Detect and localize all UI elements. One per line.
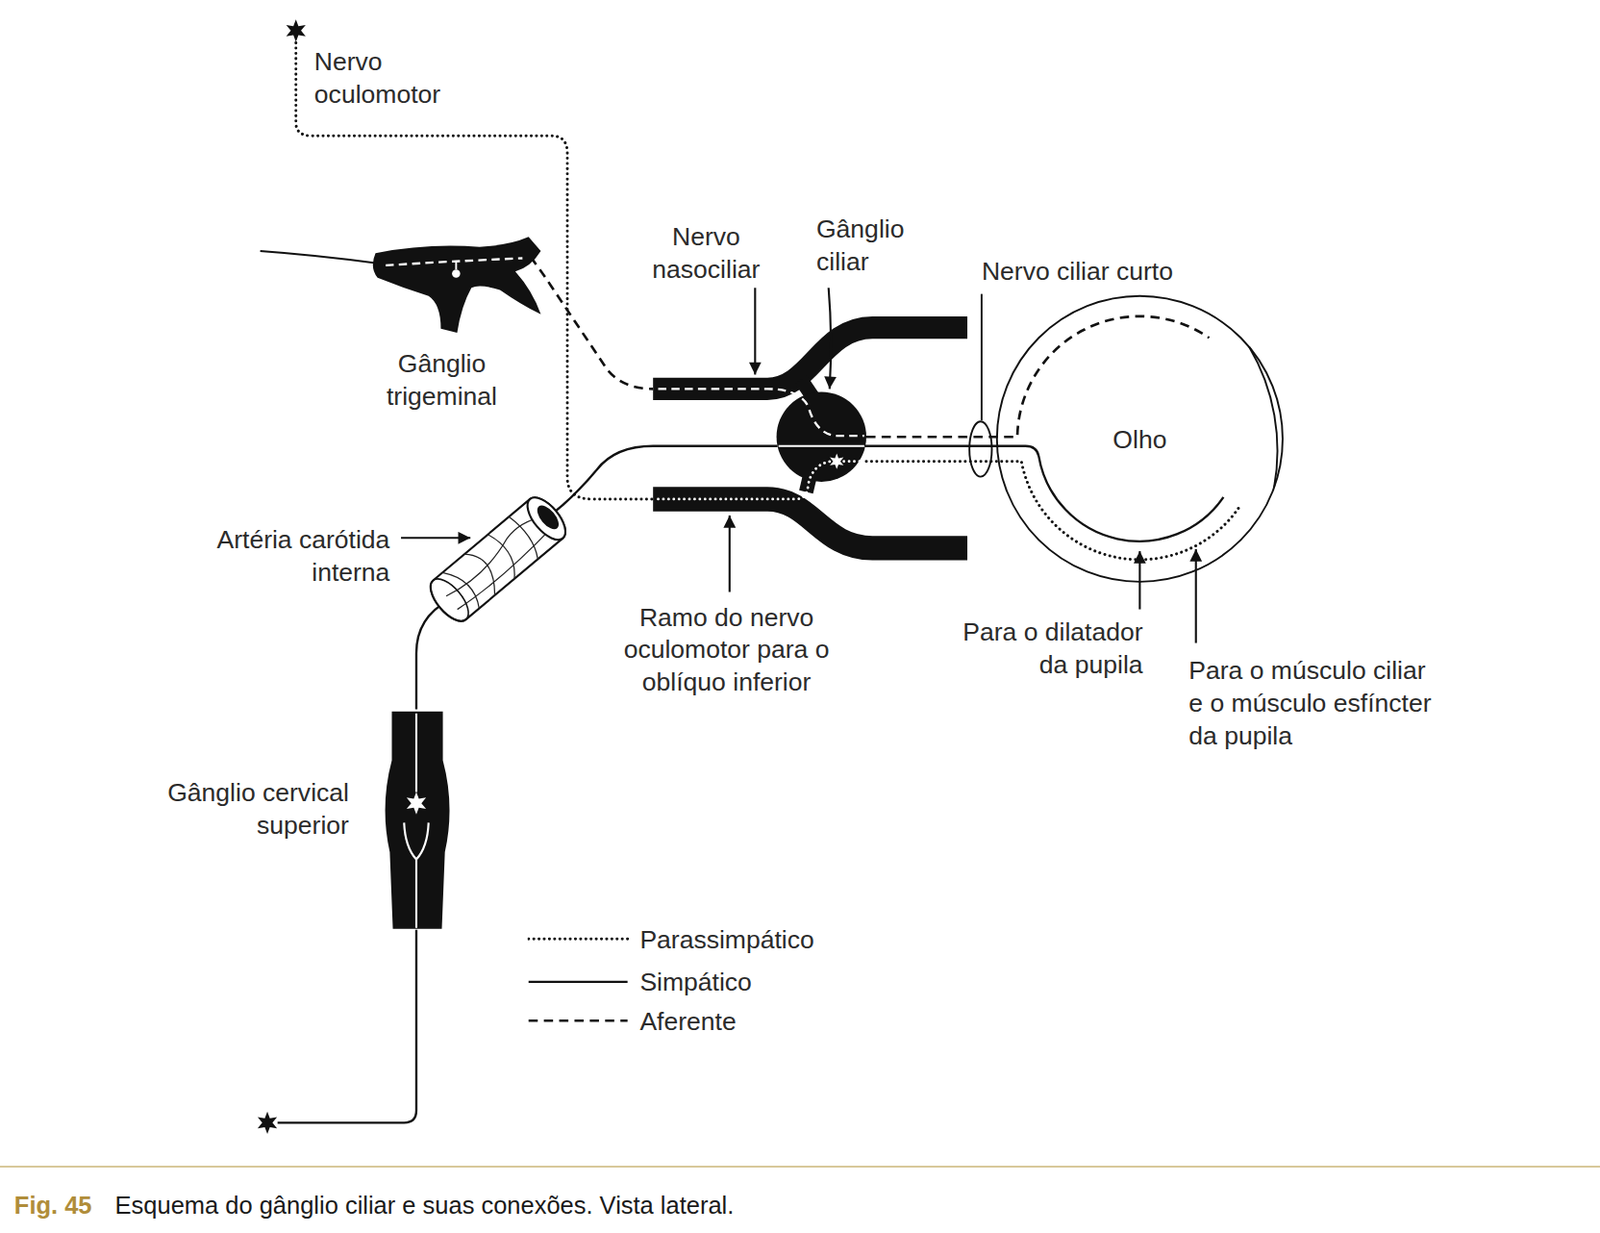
part-label: Nervo oculomotor — [314, 45, 478, 111]
part-label: Nervo ciliar curto — [981, 253, 1174, 287]
superior-cervical-ganglion — [385, 711, 450, 929]
part-label: Gânglio ciliar — [816, 212, 934, 278]
eye-outline: Olho — [997, 296, 1283, 582]
parasympathetic-fiber — [844, 459, 865, 463]
short-ciliary-nerve-ring — [969, 421, 992, 476]
afferent-fiber — [530, 256, 653, 389]
legend-text: Simpático — [639, 965, 751, 999]
legend-sample — [527, 965, 630, 999]
caption-rule — [0, 1165, 1600, 1168]
trigeminal-root — [260, 250, 378, 264]
part-label: Nervo nasociliar — [634, 219, 778, 285]
artery-end — [520, 491, 573, 547]
parasympathetic-fiber — [657, 461, 830, 500]
leader-line — [980, 294, 983, 422]
pointer-arrow — [1195, 549, 1198, 644]
sympathetic-fiber — [778, 445, 865, 448]
legend-line — [528, 1019, 628, 1023]
legend-row: Simpático — [527, 965, 752, 999]
inferior-oblique-branch — [652, 499, 968, 549]
legend-line — [528, 937, 628, 941]
parasympathetic-fiber — [296, 43, 653, 500]
figure-caption: Fig. 45 Esquema do gânglio ciliar e suas… — [14, 1189, 734, 1221]
eyeball — [997, 296, 1283, 582]
pointer-arrow — [728, 515, 731, 593]
figure-number: Fig. 45 — [14, 1190, 93, 1219]
legend-sample — [527, 922, 630, 955]
artery-lumen — [533, 501, 563, 533]
part-label: Gânglio trigeminal — [365, 347, 519, 413]
trigeminal-ganglion — [373, 236, 542, 333]
legend-sample — [527, 1003, 630, 1037]
part-label: Ramo do nervo oculomotor para o oblíquo … — [609, 600, 845, 699]
part-label: Gânglio cervical superior — [134, 775, 350, 842]
neuron-star — [257, 1111, 277, 1134]
pointer-arrow — [753, 287, 756, 375]
afferent-fiber — [657, 388, 864, 436]
part-label: Para o músculo ciliar e o músculo esfínc… — [1188, 652, 1436, 751]
nasociliary-nerve — [652, 327, 968, 390]
sensory-cell-stem — [454, 261, 457, 270]
sensory-cell — [451, 269, 460, 277]
carotid-artery — [424, 491, 573, 628]
pointer-arrow — [828, 287, 831, 389]
legend-text: Aferente — [639, 1003, 736, 1037]
pointer-arrow — [1138, 550, 1141, 609]
legend-text: Parassimpático — [639, 922, 814, 955]
neuron-star — [286, 19, 306, 42]
legend-row: Aferente — [527, 1003, 737, 1037]
sympathetic-fiber — [403, 822, 428, 927]
afferent-fiber — [385, 257, 523, 265]
artery-end — [424, 572, 476, 627]
artery-wall — [424, 491, 573, 628]
sympathetic-fiber — [277, 929, 417, 1124]
part-label: Artéria carótida interna — [170, 522, 390, 588]
sympathetic-plexus — [432, 499, 563, 620]
node-label: Olho — [1112, 422, 1167, 455]
cornea — [1249, 347, 1277, 488]
legend-line — [528, 980, 628, 983]
sympathetic-fiber — [416, 600, 450, 710]
neuron-star — [829, 453, 844, 470]
sympathetic-fiber — [415, 713, 418, 793]
part-label: Para o dilatador da pupila — [938, 615, 1143, 681]
legend-row: Parassimpático — [527, 922, 815, 955]
caption-text: Esquema do gânglio ciliar e suas conexõe… — [108, 1190, 735, 1219]
neuron-star — [406, 792, 426, 815]
pointer-arrow — [400, 536, 471, 539]
